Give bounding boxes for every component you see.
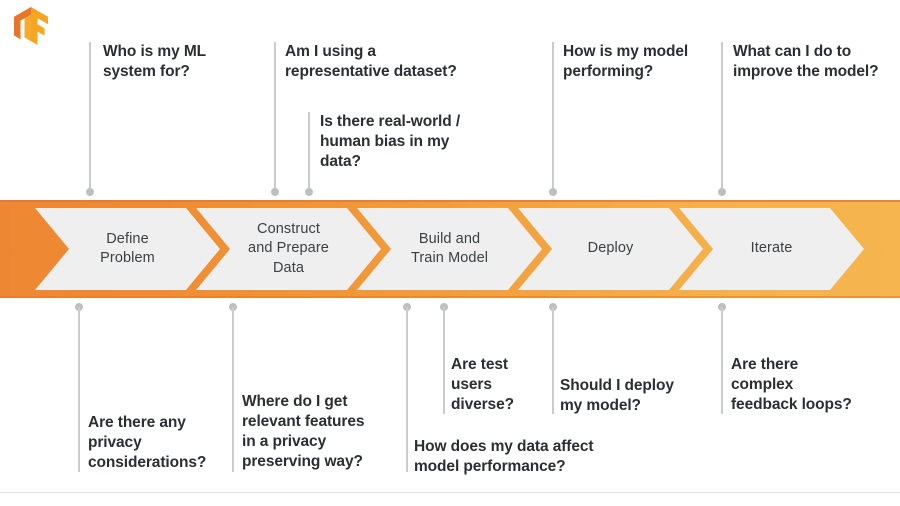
connector-line-bottom-2 <box>232 307 234 472</box>
connector-line-bottom-3 <box>406 307 408 472</box>
tensorflow-logo <box>14 7 48 45</box>
question-bottom-3: How does my data affect model performanc… <box>414 438 594 476</box>
stage-label: Construct and Prepare Data <box>248 220 329 276</box>
question-top-3: Is there real-world / human bias in my d… <box>320 113 461 171</box>
connector-dot-top-2 <box>270 188 279 196</box>
bar-top-rule <box>0 200 900 202</box>
connector-line-top-3 <box>308 112 310 192</box>
footer-divider <box>0 492 900 493</box>
question-bottom-5: Should I deploy my model? <box>560 377 674 415</box>
connector-line-top-1 <box>89 42 91 192</box>
question-bottom-6: Are there complex feedback loops? <box>731 356 852 414</box>
connector-dot-top-1 <box>85 188 94 196</box>
stage-label: Build and Train Model <box>410 230 489 266</box>
connector-line-top-5 <box>721 42 723 192</box>
connector-line-bottom-5 <box>552 307 554 414</box>
connector-line-bottom-4 <box>443 307 445 414</box>
question-bottom-4: Are test users diverse? <box>451 356 514 414</box>
connector-dot-top-3 <box>304 188 313 196</box>
question-top-5: What can I do to improve the model? <box>733 43 879 81</box>
stage-label: Define Problem <box>100 230 155 266</box>
connector-line-bottom-1 <box>78 307 80 472</box>
question-bottom-2: Where do I get relevant features in a pr… <box>242 393 365 471</box>
question-top-2: Am I using a representative dataset? <box>285 43 457 81</box>
stage-iterate[interactable]: Iterate <box>679 208 864 290</box>
question-top-1: Who is my ML system for? <box>103 43 206 81</box>
stage-label: Iterate <box>750 240 793 257</box>
bar-bottom-rule <box>0 296 900 298</box>
connector-dot-top-5 <box>717 188 726 196</box>
connector-line-bottom-6 <box>721 307 723 414</box>
connector-dot-top-4 <box>548 188 557 196</box>
question-top-4: How is my model performing? <box>563 43 689 81</box>
connector-line-top-4 <box>552 42 554 192</box>
connector-line-top-2 <box>274 42 276 192</box>
stage-label: Deploy <box>587 240 634 257</box>
question-bottom-1: Are there any privacy considerations? <box>88 414 207 472</box>
